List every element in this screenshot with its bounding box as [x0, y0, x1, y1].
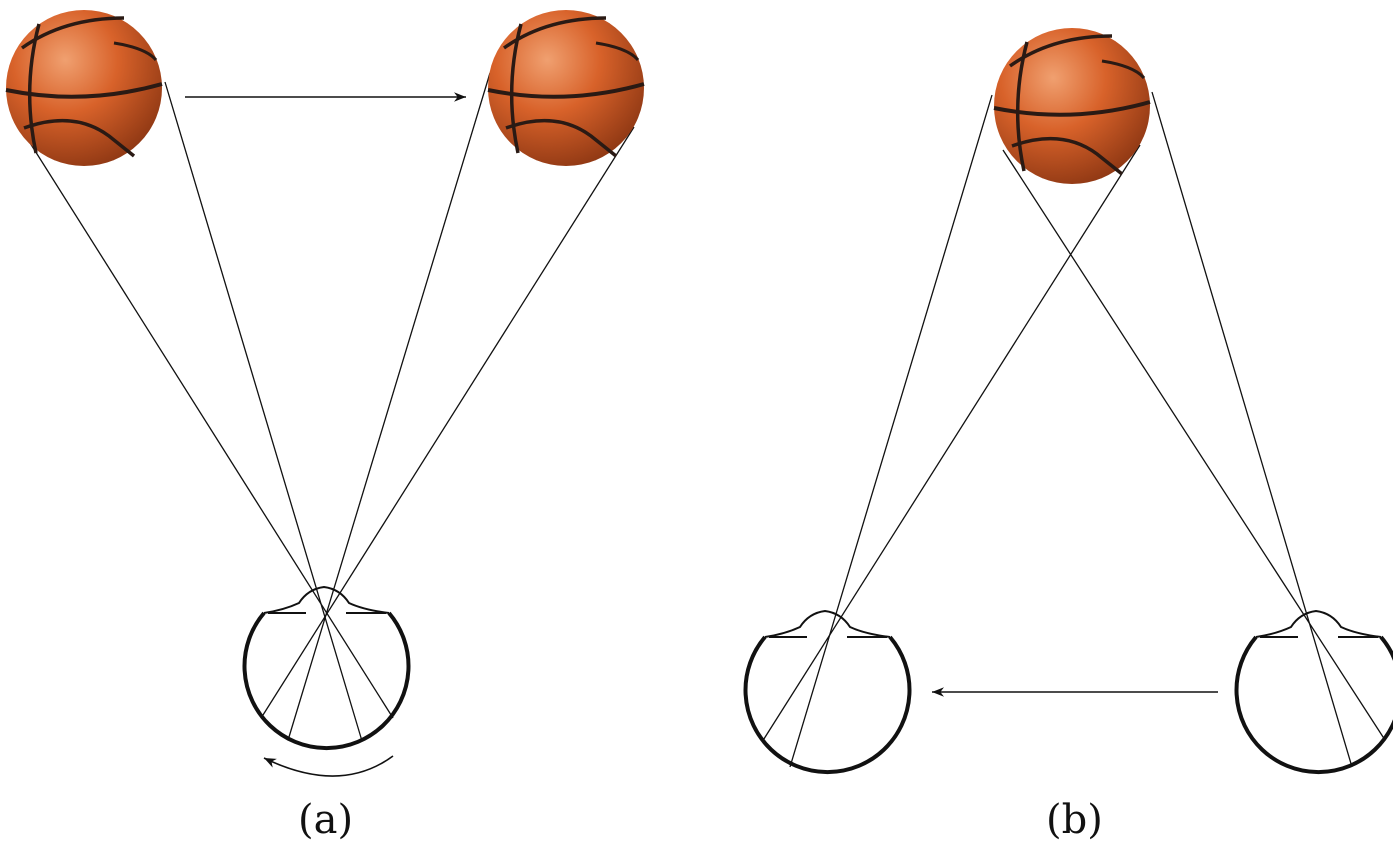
- curved-arrow-icon: [263, 755, 394, 777]
- panel-b: [743, 26, 1393, 775]
- panel-a: [4, 8, 646, 777]
- ray: [1151, 91, 1353, 768]
- basketball-icon: [4, 8, 164, 168]
- basketball-icon: [486, 8, 646, 168]
- eye-icon: [242, 585, 411, 751]
- ray: [761, 144, 1141, 743]
- ray: [262, 126, 635, 716]
- panel-label-a: (a): [298, 797, 354, 843]
- ray: [164, 81, 363, 742]
- eye-icon: [743, 609, 912, 775]
- basketball-icon: [992, 26, 1152, 186]
- eye-icon: [1234, 609, 1393, 775]
- panel-label-b: (b): [1046, 797, 1103, 843]
- ray: [1002, 149, 1386, 741]
- ray: [789, 94, 993, 768]
- ray: [19, 126, 394, 719]
- ray: [288, 72, 491, 738]
